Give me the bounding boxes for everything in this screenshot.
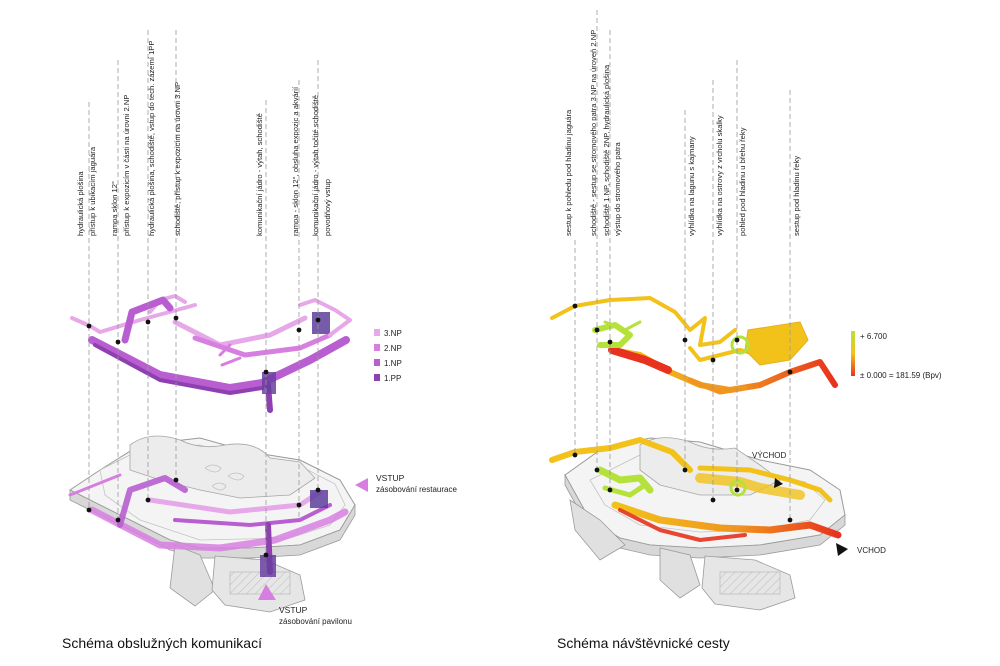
left-guides: [88, 30, 319, 555]
exit-label: VÝCHOD: [752, 451, 786, 460]
right-caption: Schéma návštěvnické cesty: [557, 635, 730, 651]
right-callout-6: vyhlídka na ostrovy z vrcholu skalky: [715, 115, 724, 236]
left-callout-2: přístup k ubikacím jaguára: [88, 146, 97, 236]
entrance-arrow-icon: [258, 584, 276, 600]
legend-label-3np: 3.NP: [384, 329, 402, 338]
right-callout-8: sestup pod hladinu řeky: [792, 156, 801, 236]
legend-label-2np: 2.NP: [384, 344, 402, 353]
left-routes-on-model: [68, 473, 349, 577]
left-callout-10: povodňový vstup: [323, 179, 332, 236]
elevation-scale-max: + 6.700: [860, 332, 887, 341]
right-guides: [574, 10, 791, 520]
left-callout-6: schodiště, přístup k expozicím na úrovni…: [173, 82, 182, 236]
exit-arrow-icon: [774, 478, 783, 488]
left-callout-5: hydraulická plošina, schodiště, vstup do…: [147, 41, 156, 236]
elevation-scale-min: ± 0.000 = 181.59 (Bpv): [860, 371, 942, 380]
left-callout-3: rampa sklon 12°: [110, 181, 119, 236]
right-entrance: VCHOD: [836, 543, 886, 556]
entrance-restaurant-title: VSTUP: [376, 473, 405, 483]
entrance-pavilion-subtitle: zásobování pavilonu: [279, 617, 352, 626]
left-floor-routes: [70, 294, 352, 413]
entrance-arrow-icon: [836, 543, 848, 556]
right-path-floating: [550, 296, 838, 395]
legend-label-1np: 1.NP: [384, 359, 402, 368]
entrance-restaurant-subtitle: zásobování restaurace: [376, 485, 457, 494]
left-callout-4: přístup k expozicím v části na úrovni 2.…: [122, 95, 131, 236]
left-legend: 3.NP 2.NP 1.NP 1.PP: [374, 329, 402, 383]
right-callout-3: schodiště 1.NP, schodiště 2NP, hydraulic…: [602, 64, 611, 236]
legend-swatch-3np: [374, 329, 380, 336]
right-callout-7: pohled pod hladinu u břehu řeky: [738, 127, 747, 236]
right-callout-4: výstup do stromového patra: [613, 142, 622, 236]
right-path-on-model: [549, 437, 842, 542]
entrance-label: VCHOD: [857, 546, 886, 555]
left-callout-9: komunikační jádro - výtah točité schodiš…: [311, 95, 320, 236]
left-entrance-pavilion: VSTUP zásobování pavilonu: [258, 584, 352, 626]
right-diagram: sestup k pohledu pod hladinu jaguára sch…: [549, 10, 942, 611]
legend-swatch-2np: [374, 344, 380, 351]
right-callout-1: sestup k pohledu pod hladinu jaguára: [564, 109, 573, 236]
entrance-pavilion-title: VSTUP: [279, 605, 308, 615]
legend-swatch-1pp: [374, 374, 380, 381]
right-exit: VÝCHOD: [752, 451, 786, 488]
legend-label-1pp: 1.PP: [384, 374, 401, 383]
left-callout-7: komunikační jádro - výtah, schodiště: [255, 113, 264, 236]
left-callout-1: hydraulická plošina: [76, 171, 85, 236]
left-markers: [86, 315, 321, 558]
elevation-scale: + 6.700 ± 0.000 = 181.59 (Bpv): [851, 331, 942, 380]
legend-swatch-1np: [374, 359, 380, 366]
entrance-arrow-icon: [355, 478, 368, 492]
left-callout-8: rampa - sklon 12°, obsluha expozic a akv…: [291, 86, 300, 236]
right-callouts: sestup k pohledu pod hladinu jaguára sch…: [564, 30, 801, 236]
left-caption: Schéma obslužných komunikací: [62, 635, 262, 651]
left-callouts: hydraulická plošina přístup k ubikacím j…: [76, 41, 332, 236]
right-callout-5: vyhlídka na lagunu s kajmany: [687, 136, 696, 236]
elevation-scale-bar: [851, 331, 855, 376]
left-building-model: [69, 435, 356, 613]
left-diagram: hydraulická plošina přístup k ubikacím j…: [68, 30, 457, 626]
right-markers: [572, 303, 793, 523]
left-entrance-restaurant: VSTUP zásobování restaurace: [355, 473, 457, 494]
right-callout-2: schodiště - sestup se stromového patra 3…: [589, 30, 598, 236]
